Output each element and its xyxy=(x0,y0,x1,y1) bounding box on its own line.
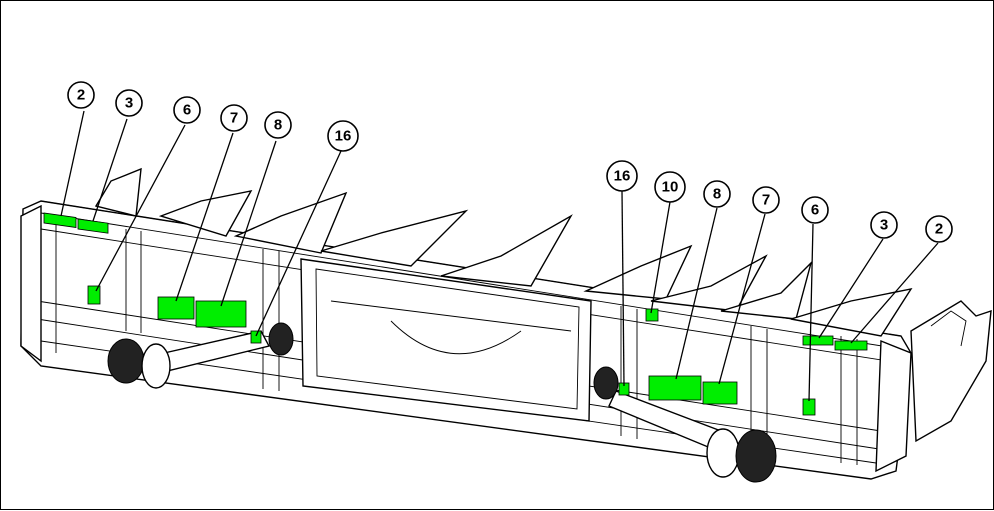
callout-right-7: 7 xyxy=(752,186,780,214)
callout-right-3: 3 xyxy=(870,211,898,239)
decal-16-left xyxy=(250,330,262,344)
callout-left-3: 3 xyxy=(115,89,143,117)
callout-left-16: 16 xyxy=(327,120,359,152)
callout-right-6: 6 xyxy=(801,196,829,224)
svg-text:2: 2 xyxy=(77,87,85,104)
callout-right-10: 10 xyxy=(654,171,686,203)
svg-text:7: 7 xyxy=(762,192,770,209)
callout-left-2: 2 xyxy=(67,81,95,109)
svg-text:16: 16 xyxy=(614,168,631,185)
svg-text:16: 16 xyxy=(335,128,352,145)
row-dividers xyxy=(94,167,913,337)
callout-left-8: 8 xyxy=(264,111,292,139)
decal-2-left xyxy=(43,212,77,228)
leader-lines xyxy=(60,110,939,402)
decal-6-left xyxy=(87,285,101,305)
drive-left xyxy=(107,322,294,389)
svg-text:10: 10 xyxy=(662,179,679,196)
svg-text:3: 3 xyxy=(880,217,888,234)
callout-right-8: 8 xyxy=(703,180,731,208)
decal-3-right xyxy=(802,335,834,346)
callout-left-6: 6 xyxy=(173,96,201,124)
decal-7-left xyxy=(157,296,195,320)
callouts-left: 2 3 6 7 8 16 xyxy=(67,81,359,152)
decal-7-right xyxy=(702,381,738,405)
svg-text:6: 6 xyxy=(183,102,191,119)
decal-8-right xyxy=(648,375,702,401)
svg-text:6: 6 xyxy=(811,202,819,219)
decals xyxy=(43,212,868,416)
svg-text:3: 3 xyxy=(125,95,133,112)
svg-text:8: 8 xyxy=(713,186,721,203)
decal-2-right xyxy=(834,340,868,351)
svg-text:8: 8 xyxy=(274,117,282,134)
callout-left-7: 7 xyxy=(220,104,248,132)
decal-6-right xyxy=(802,398,816,416)
vertical-members xyxy=(40,216,858,465)
callout-right-2: 2 xyxy=(925,215,953,243)
center-frame xyxy=(300,258,592,422)
callout-right-16: 16 xyxy=(606,160,638,192)
svg-text:2: 2 xyxy=(935,221,943,238)
svg-text:7: 7 xyxy=(230,110,238,127)
drive-right xyxy=(593,366,777,483)
callouts-right: 16 10 8 7 6 3 2 xyxy=(606,160,953,243)
decal-3-left xyxy=(77,218,109,234)
